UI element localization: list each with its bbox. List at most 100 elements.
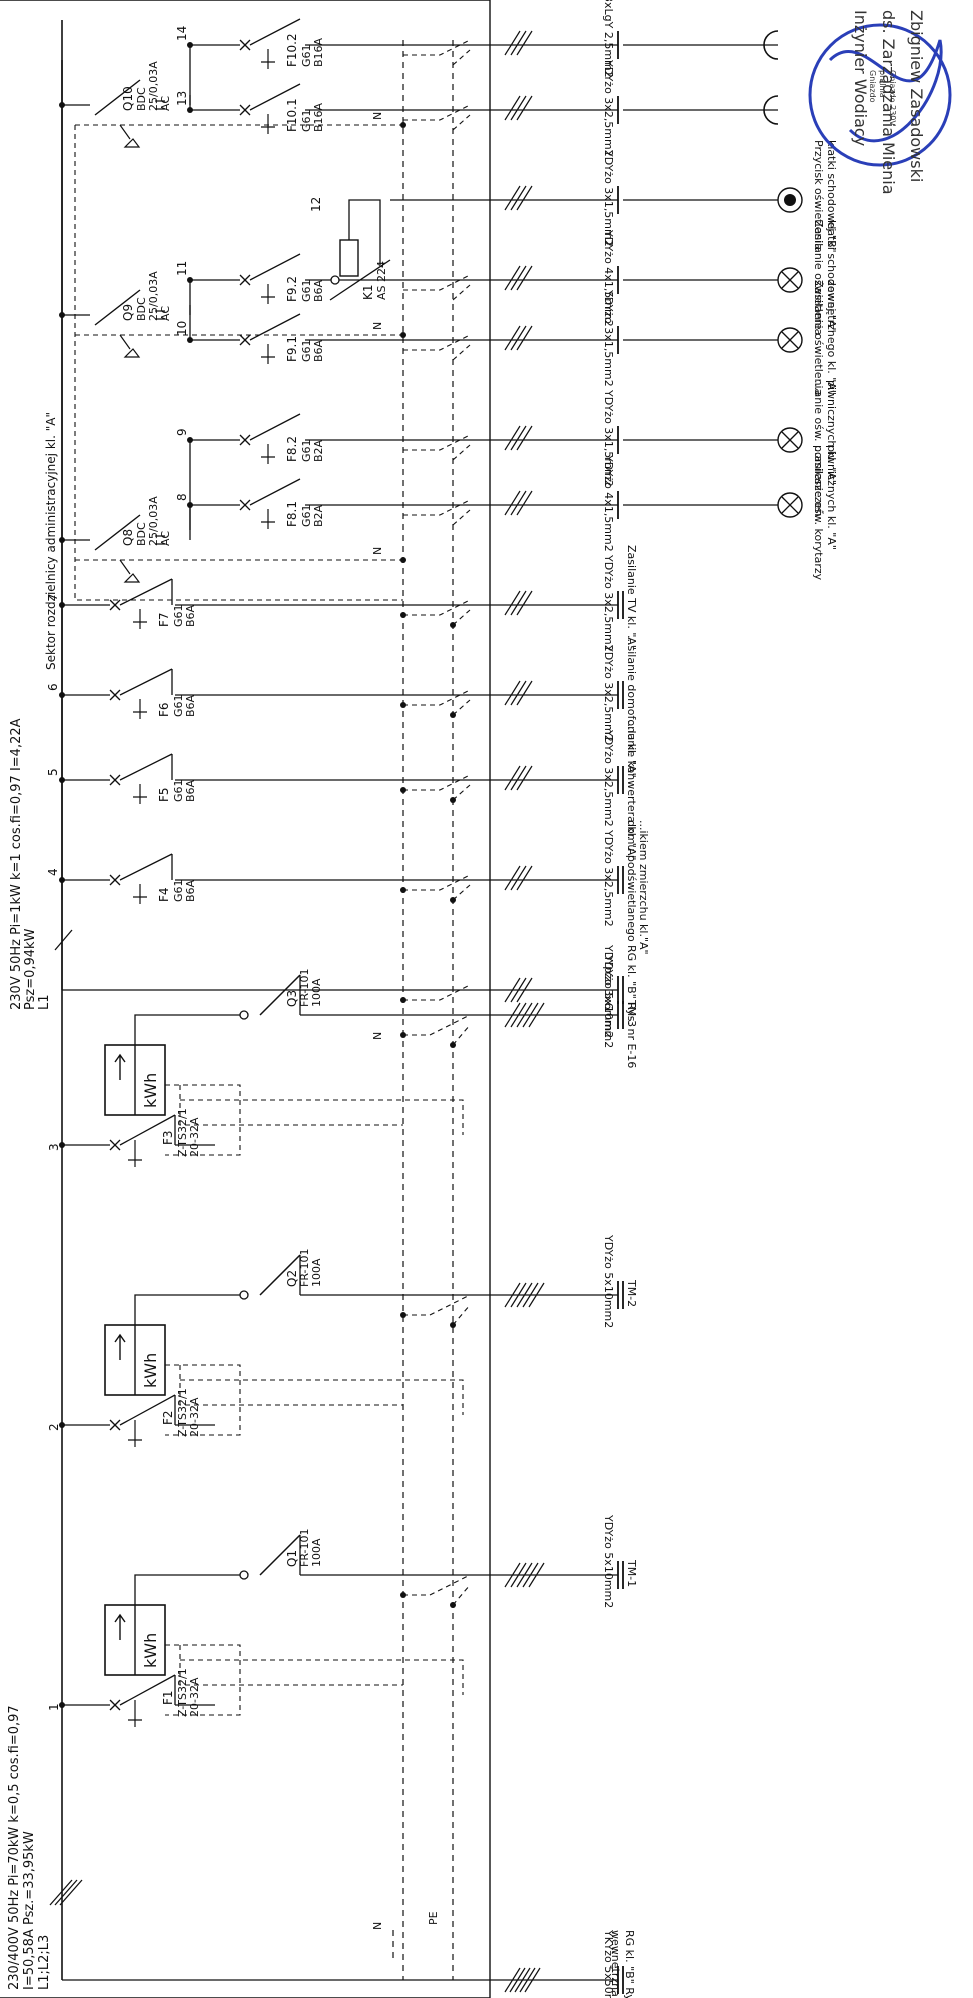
breaker-type: G61 (300, 279, 313, 302)
cable-label: YDYżo 3x2,5mm2 (602, 729, 615, 827)
cable-label: YDYżo 3x2,5mm2 (602, 829, 615, 927)
cable-label: YDYżo 3x2,5mm2 (602, 644, 615, 742)
cable-label: YDYżo 4x1,5mm2 (602, 229, 615, 327)
circuit-label-0: ...silanie domofonu kl. "A" (625, 635, 638, 778)
node-12: 12 (309, 197, 323, 212)
breaker-rating: B6A (184, 604, 197, 627)
relay-coil-icon (339, 239, 359, 277)
main-supply-line-2: L1;L2;L3 (37, 1935, 52, 1990)
breaker-id: F6 (157, 702, 171, 717)
rcd-type: BDC (135, 87, 148, 111)
switch-id: Q2 (285, 1270, 299, 1287)
rcd-id: Q8 (121, 529, 135, 546)
circuit-label-1: ...ikiem zmierzchu kl."A" (637, 820, 650, 955)
cable-label: YDYżo 5x10mm2 (602, 1514, 615, 1608)
seal-line-2: Gniazdo 230V (888, 70, 897, 126)
breaker-type: G61 (300, 339, 313, 362)
kwh-label: kWh (141, 1633, 160, 1668)
node-14: 14 (175, 26, 189, 41)
circuit-label-0: Zasilanie oświetlenia (812, 220, 825, 335)
node-8: 8 (175, 493, 189, 501)
switch-type: FR-101 (298, 1249, 311, 1288)
cable-label: YDYżo 4x1,5mm2 (602, 454, 615, 552)
bus-n-label-admin: N (371, 1032, 384, 1040)
breaker-id: F10.1 (285, 98, 299, 132)
rcd-dashed-rail (74, 125, 403, 601)
breaker-rating: B6A (312, 339, 325, 362)
seal-line-0: Gniazdo (868, 70, 877, 103)
switch-rating: 100A (310, 1538, 323, 1567)
breaker-id: F8.2 (285, 436, 299, 462)
rcd-n-labels: N N N (371, 112, 384, 555)
incoming-label-1: RG kl. "B" Rys. nr E-16 (623, 1930, 636, 1998)
bus-n-label-q8: N (371, 547, 384, 555)
node-1: 1 (47, 1703, 61, 1711)
switch-type: FR-101 (298, 969, 311, 1008)
destination-label: TM-2 (625, 1279, 638, 1307)
stamp-line-1: ds. Zarządzania Mienia (879, 10, 898, 195)
relay-label-1: klatki schodowej "B" (825, 140, 838, 253)
breaker-type: G61 (172, 694, 185, 717)
circuit-label-0: domu podświetlanego (625, 820, 638, 942)
rcd-rating: 25/0,03A (147, 271, 160, 321)
main-supply-line-0: 230/400V 50Hz Pi=70kW k=0,5 cos.fi=0,97 (7, 1705, 22, 1990)
breaker-type: G61 (300, 44, 313, 67)
circuit-label-1: piwnicznych kl. "A" (825, 445, 838, 550)
node-11: 11 (175, 261, 189, 276)
breaker-type: Z-TS32/1 (176, 1668, 189, 1717)
breaker-type: G61 (172, 604, 185, 627)
incoming-label-0: wewnętrzna linia zasilająca (609, 1930, 622, 1998)
cable-label: YDYżo 3x2,5mm2 (602, 554, 615, 652)
sector-title: Sektor rozdzielnicy administracyjnej kl.… (44, 412, 58, 670)
seal-line-1: pralnia (878, 70, 887, 98)
node-4: 4 (46, 868, 60, 876)
node-7: 7 (46, 593, 60, 601)
breaker-type: G61 (172, 779, 185, 802)
breaker-id: F8.1 (285, 501, 299, 527)
cable-label: YDYżo 5x10mm2 (602, 954, 615, 1048)
diagram-frame (0, 0, 491, 1998)
circuit-label-0: ...anie ośw. pomieszczeń (812, 380, 825, 516)
breaker-rating: B6A (184, 779, 197, 802)
cable-label: YDYżo 3x2,5mm2 (602, 59, 615, 157)
destination-label: TM-1 (625, 1559, 638, 1587)
main-supply-line-1: I=50,58A Psz.=33,95kW (22, 1831, 37, 1990)
breaker-rating: B16A (312, 102, 325, 132)
breaker-type: Z-TS32/1 (176, 1388, 189, 1437)
breaker-type: G61 (300, 109, 313, 132)
bus-n-label-q10: N (371, 112, 384, 120)
rcd-rating: 25/0,03A (147, 496, 160, 546)
node-10: 10 (175, 321, 189, 336)
breaker-type: G61 (300, 504, 313, 527)
cable-label: YDYżo 5x10mm2 (602, 1234, 615, 1328)
node-2: 2 (47, 1423, 61, 1431)
breaker-rating: 20-32A (188, 1117, 201, 1157)
admin-supply-header: 230V 50Hz Pi=1kW k=1 cos.fi=0,97 I=4,22A… (9, 718, 638, 1068)
node-6: 6 (46, 683, 60, 691)
breaker-type: G61 (300, 439, 313, 462)
switch-id: Q3 (285, 990, 299, 1007)
circuit-label-0: Zasilanie TV kl. "A" (625, 545, 638, 650)
switch-type: FR-101 (298, 1529, 311, 1568)
bus-n-label-q9: N (371, 322, 384, 330)
cable-label: YDYżo 3x1,5mm2 (602, 289, 615, 387)
breaker-rating: 20-32A (188, 1397, 201, 1437)
rcd-class: AC (159, 96, 172, 111)
switch-rating: 100A (310, 1258, 323, 1287)
stamp-line-0: Inżynier Wodiacy (851, 10, 870, 146)
